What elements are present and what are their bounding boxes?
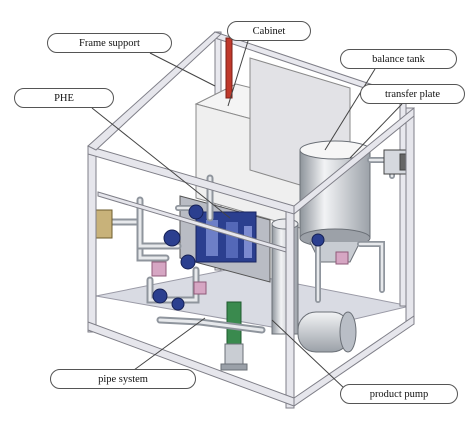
product-pump: [297, 311, 357, 353]
label-cabinet: Cabinet: [227, 21, 311, 41]
leader-lines: [91, 40, 403, 390]
base-plate: [95, 269, 411, 333]
label-frame-support: Frame support: [47, 33, 172, 53]
label-product-pump: product pump: [340, 384, 458, 404]
label-balance-tank: balance tank: [340, 49, 457, 69]
label-phe: PHE: [14, 88, 114, 108]
label-transfer-plate: transfer plate: [360, 84, 465, 104]
blue-valves: [152, 204, 325, 311]
junction-box: [93, 209, 113, 239]
label-pipe-system: pipe system: [50, 369, 196, 389]
frame-front: [87, 31, 415, 409]
pink-valves: [151, 251, 349, 295]
